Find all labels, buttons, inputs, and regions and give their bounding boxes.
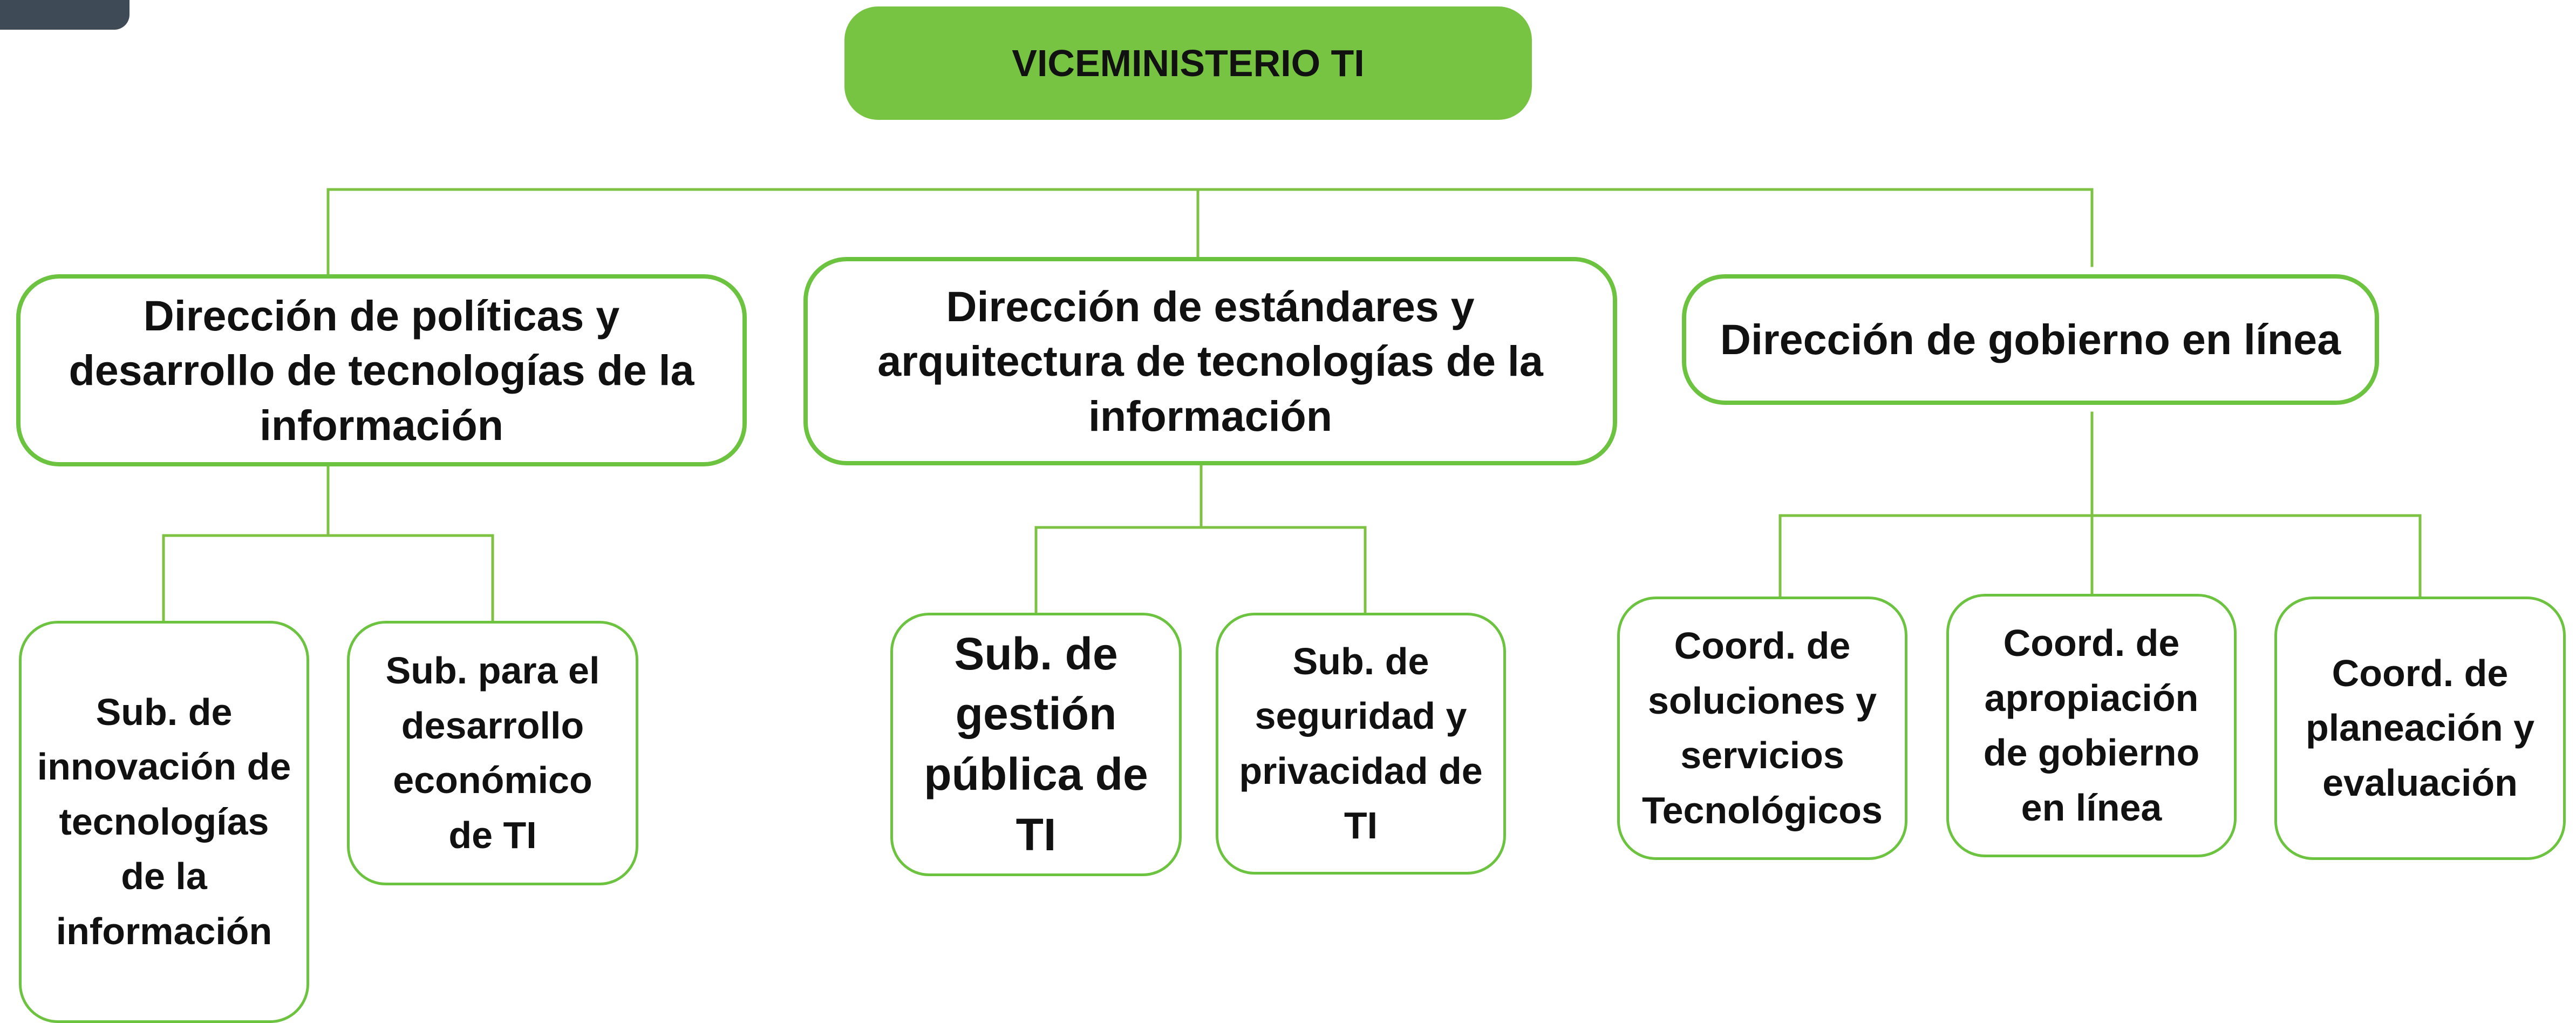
subunit-label: Coord. de apropiación de gobierno en lín… (1983, 622, 2200, 829)
direction-box-policies: Dirección de políticas y desarrollo de t… (16, 274, 747, 466)
subunit-box: Sub. de gestión pública de TI (890, 613, 1182, 876)
subunit-label: Sub. para el desarrollo económico de TI (385, 649, 600, 856)
direction-label: Dirección de estándares y arquitectura d… (877, 282, 1543, 440)
corner-logo-icon (0, 0, 130, 30)
subunit-label: Sub. de innovación de tecnologías de la … (37, 690, 291, 952)
direction-box-online-government: Dirección de gobierno en línea (1682, 274, 2379, 405)
subunit-box: Sub. de innovación de tecnologías de la … (19, 621, 309, 1023)
top-node-label: VICEMINISTERIO TI (1012, 42, 1365, 84)
subunit-label: Coord. de planeación y evaluación (2305, 652, 2535, 804)
subunit-label: Coord. de soluciones y servicios Tecnoló… (1642, 625, 1883, 831)
direction-label: Dirección de gobierno en línea (1720, 315, 2341, 364)
subunit-box: Coord. de soluciones y servicios Tecnoló… (1617, 597, 1907, 860)
subunit-box: Coord. de apropiación de gobierno en lín… (1946, 594, 2237, 857)
direction-label: Dirección de políticas y desarrollo de t… (69, 292, 694, 449)
direction-box-standards: Dirección de estándares y arquitectura d… (803, 257, 1617, 465)
subunit-box: Sub. de seguridad y privacidad de TI (1216, 613, 1506, 875)
subunit-box: Sub. para el desarrollo económico de TI (347, 621, 638, 885)
top-node-box: VICEMINISTERIO TI (844, 6, 1532, 120)
subunit-label: Sub. de seguridad y privacidad de TI (1239, 640, 1483, 847)
subunit-box: Coord. de planeación y evaluación (2274, 597, 2566, 860)
subunit-label: Sub. de gestión pública de TI (924, 628, 1148, 860)
